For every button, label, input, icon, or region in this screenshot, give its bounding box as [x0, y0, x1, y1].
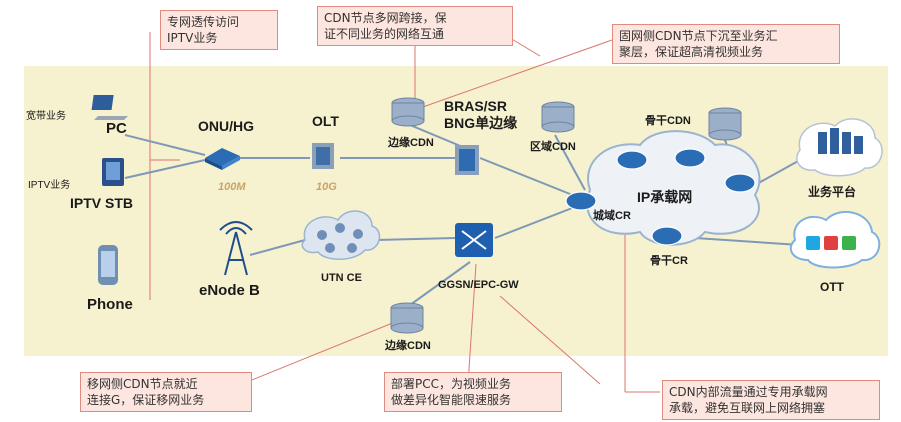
- utn-ce-label: UTN CE: [321, 272, 362, 284]
- phone-label: Phone: [87, 296, 133, 313]
- leader-pcc-2: [499, 295, 601, 385]
- edge-cdn-top-icon: [391, 97, 425, 127]
- service-platform-label: 业务平台: [808, 185, 857, 199]
- metro-cr-label: 城域CR: [593, 210, 631, 222]
- router-icon: [651, 226, 683, 246]
- callout-mobile-cdn: 移网侧CDN节点就近 连接G，保证移网业务: [80, 372, 252, 412]
- callout-pcc: 部署PCC，为视频业务 做差异化智能限速服务: [384, 372, 562, 412]
- router-icon: [674, 148, 706, 168]
- backbone-cdn-label: 骨干CDN: [645, 115, 691, 127]
- speed-100m-label: 100M: [218, 181, 246, 193]
- onu-hg-label: ONU/HG: [198, 118, 254, 134]
- server-rack-icon: [818, 128, 863, 154]
- backbone-cr-label: 骨干CR: [650, 255, 688, 267]
- callout-cdn-internal: CDN内部流量通过专用承载网 承载，避免互联网上网络拥塞: [662, 380, 880, 420]
- leader-cdnmulti-2: [509, 37, 541, 57]
- network-links: [124, 124, 801, 306]
- phone-icon: [98, 245, 118, 285]
- iptv-stb-icon: [102, 158, 124, 186]
- callout-cdn-multi: CDN节点多网跨接，保 证不同业务的网络互通: [317, 6, 513, 46]
- router-icon: [616, 150, 648, 170]
- router-icons: [565, 148, 756, 246]
- edge-cdn-bottom-icon: [390, 302, 424, 334]
- bras-icon: [455, 145, 479, 175]
- ggsn-icon: [455, 223, 493, 257]
- leader-fixed: [419, 39, 613, 109]
- olt-label: OLT: [312, 113, 339, 129]
- backbone-cdn-icon: [708, 107, 742, 141]
- callout-iptv-direct: 专网透传访问 IPTV业务: [160, 10, 278, 50]
- ip-network-label: IP承载网: [637, 189, 693, 205]
- ggsn-label: GGSN/EPC-GW: [438, 279, 519, 291]
- onu-hg-icon: [205, 148, 240, 170]
- speed-10g-label: 10G: [316, 181, 337, 193]
- pc-laptop-icon: [91, 95, 128, 120]
- enodeb-tower-icon: [219, 221, 253, 276]
- callout-fixed-cdn: 固网侧CDN节点下沉至业务汇 聚层，保证超高清视频业务: [612, 24, 840, 64]
- platform-cloud: [796, 118, 883, 177]
- ott-label: OTT: [820, 280, 844, 294]
- utn-cloud: [301, 210, 381, 260]
- callout-leaders: [149, 32, 660, 393]
- iptv-service-label: IPTV业务: [28, 180, 71, 191]
- regional-cdn-label: 区域CDN: [530, 141, 576, 153]
- iptv-stb-label: IPTV STB: [70, 195, 134, 211]
- broadband-label: 宽带业务: [26, 111, 66, 122]
- pc-label: PC: [106, 120, 127, 137]
- leader-pcc-1: [467, 263, 477, 385]
- router-icon: [724, 173, 756, 193]
- olt-icon: [312, 143, 334, 169]
- ott-app-icons: [806, 236, 856, 250]
- router-icon: [565, 191, 597, 211]
- leader-mobile: [241, 319, 401, 385]
- utn-nodes: [317, 223, 363, 253]
- edge-cdn-bottom-label: 边缘CDN: [385, 340, 431, 352]
- edge-cdn-top-label: 边缘CDN: [388, 137, 434, 149]
- enodeb-label: eNode B: [199, 282, 260, 299]
- regional-cdn-icon: [541, 101, 575, 133]
- bras-label: BRAS/SR BNG单边缘: [444, 98, 518, 131]
